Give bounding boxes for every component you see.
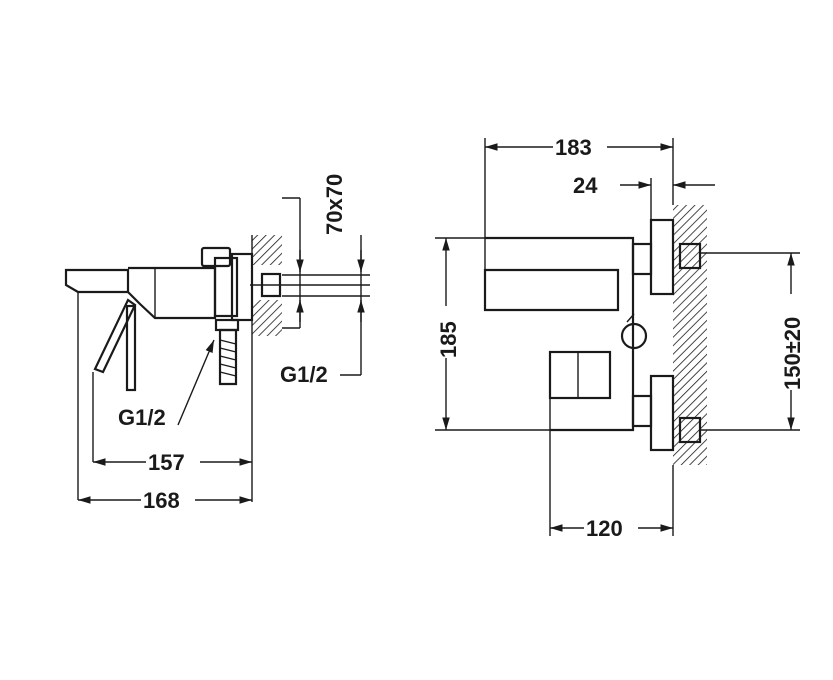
side-view: 70x70 G1/2 G1/2 157 168: [64, 174, 370, 513]
front-view: 183 24 185 150±20 120: [434, 134, 805, 541]
spout-slot: [483, 268, 620, 312]
wall-hatch-bottom: [252, 300, 282, 336]
wall-hatch-top: [252, 235, 282, 265]
lower-escutcheon: [649, 374, 675, 452]
lever-handle: [93, 298, 137, 374]
dim-150-label: 150±20: [780, 317, 805, 390]
lever-front: [548, 350, 612, 400]
escutcheon: [230, 252, 254, 322]
front-body-outline: [485, 236, 635, 432]
thread-inlet-label: G1/2: [280, 362, 328, 387]
mixer-body: [127, 266, 217, 320]
dim-120-label: 120: [586, 516, 623, 541]
hose-nut: [214, 318, 240, 332]
dim-185-label: 185: [436, 321, 461, 358]
diverter-front: [620, 322, 648, 350]
hose-connector: [218, 328, 238, 386]
dim-24-label: 24: [573, 173, 598, 198]
dim-168-label: 168: [143, 488, 180, 513]
lever-stem: [125, 304, 137, 392]
dim-183-label: 183: [555, 135, 592, 160]
lower-nut: [631, 394, 653, 428]
upper-nut: [631, 242, 653, 276]
hose-thread: [219, 339, 237, 377]
front-wall-hatch: [673, 205, 707, 465]
dim-157-label: 157: [148, 450, 185, 475]
thread-outlet-leader: [177, 339, 215, 426]
upper-eccentric: [678, 242, 702, 270]
connector-nut: [213, 256, 239, 318]
thread-outlet-label: G1/2: [118, 405, 166, 430]
spout: [64, 268, 130, 294]
upper-escutcheon: [649, 218, 675, 296]
dim-cover-label: 70x70: [322, 174, 347, 235]
